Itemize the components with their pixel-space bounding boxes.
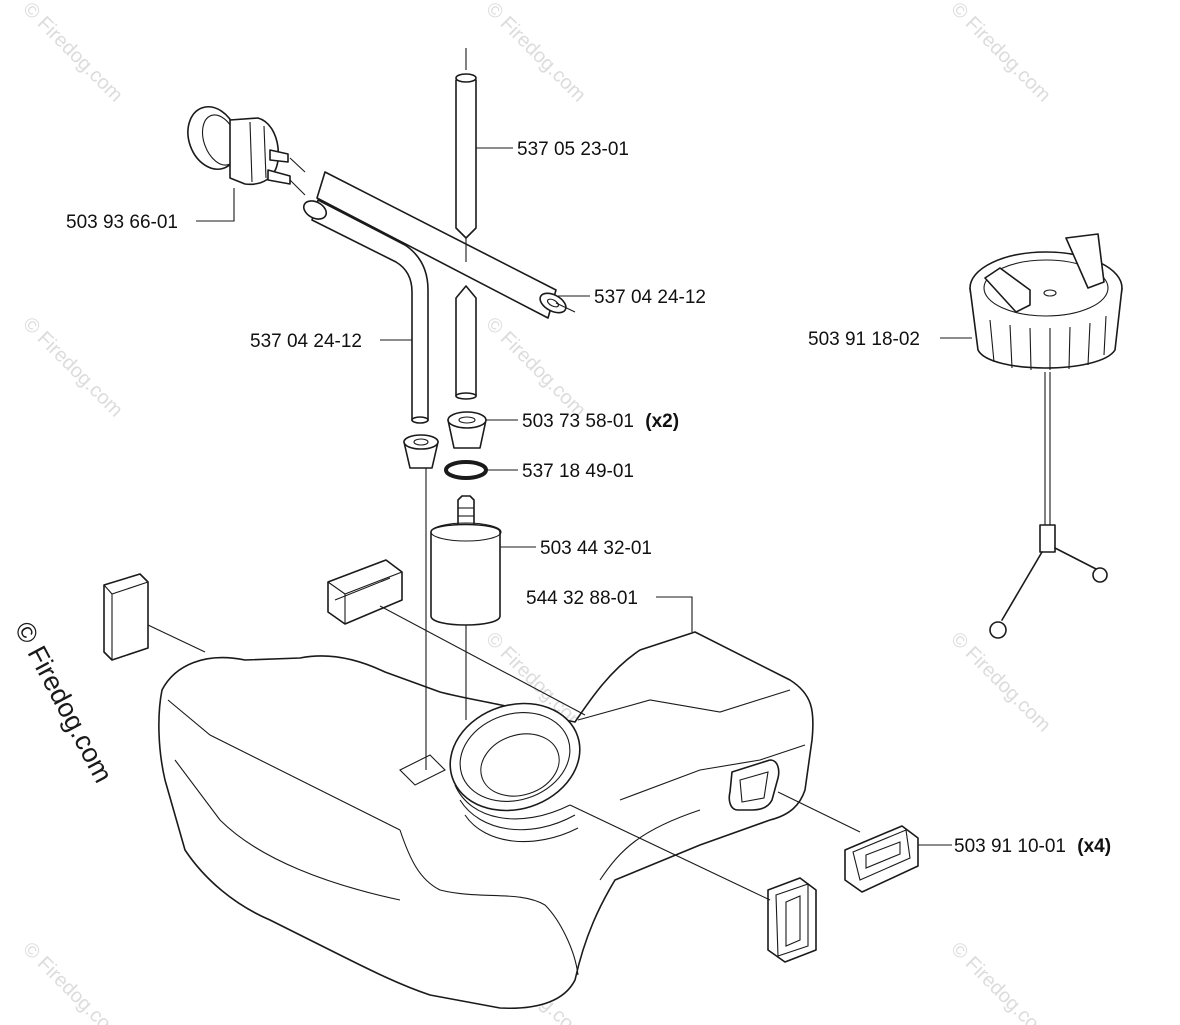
tank-mounts-drawing: [103, 559, 919, 963]
watermark-tile: © Firedog.com: [18, 0, 127, 106]
o-ring-drawing: [444, 460, 488, 480]
fuel-hose-upper-drawing: [316, 171, 576, 319]
watermark-tile: © Firedog.com: [481, 313, 590, 422]
leader-lines: [147, 147, 972, 901]
fuel-cap-drawing: [969, 233, 1123, 639]
part-qty-grommet: (x2): [645, 411, 679, 432]
part-label-o-ring: 537 18 49-01: [522, 461, 634, 482]
watermark-tile: © Firedog.com: [18, 313, 127, 422]
fuel-tank-drawing: [158, 631, 814, 1010]
part-label-primer-bulb: 503 93 66-01: [66, 212, 178, 233]
part-labels: 503 93 66-01 537 05 23-01 537 04 24-12 5…: [66, 139, 1111, 857]
part-label-vent-tube: 537 05 23-01: [517, 139, 629, 160]
primer-bulb-drawing: [187, 106, 306, 196]
part-label-fuel-tank: 544 32 88-01: [526, 588, 638, 609]
part-label-tank-mount: 503 91 10-01 (x4): [954, 836, 1111, 857]
fuel-filter-drawing: [430, 495, 502, 626]
part-number-grommet: 503 73 58-01: [522, 411, 634, 432]
part-label-fuel-filter: 503 44 32-01: [540, 538, 652, 559]
part-label-fuel-cap: 503 91 18-02: [808, 329, 920, 350]
watermark-tile: © Firedog.com: [946, 628, 1055, 737]
watermark-tile: © Firedog.com: [946, 0, 1055, 106]
part-qty-tank-mount: (x4): [1077, 836, 1111, 857]
watermark-tile: © Firedog.com: [481, 0, 590, 106]
side-watermark: © Firedog.com: [9, 617, 119, 788]
fuel-hose-left-drawing: [302, 199, 429, 424]
grommets-drawing: [403, 411, 487, 469]
part-label-fuel-hose-left: 537 04 24-12: [250, 331, 362, 352]
part-label-grommet: 503 73 58-01 (x2): [522, 411, 679, 432]
part-label-fuel-hose-upper: 537 04 24-12: [594, 287, 706, 308]
vent-tube-drawing: [455, 48, 477, 262]
part-number-tank-mount: 503 91 10-01: [954, 836, 1066, 857]
center-hose-drawing: [455, 285, 477, 400]
watermark-tile: © Firedog.com: [18, 938, 127, 1025]
watermark-tile: © Firedog.com: [946, 938, 1055, 1025]
